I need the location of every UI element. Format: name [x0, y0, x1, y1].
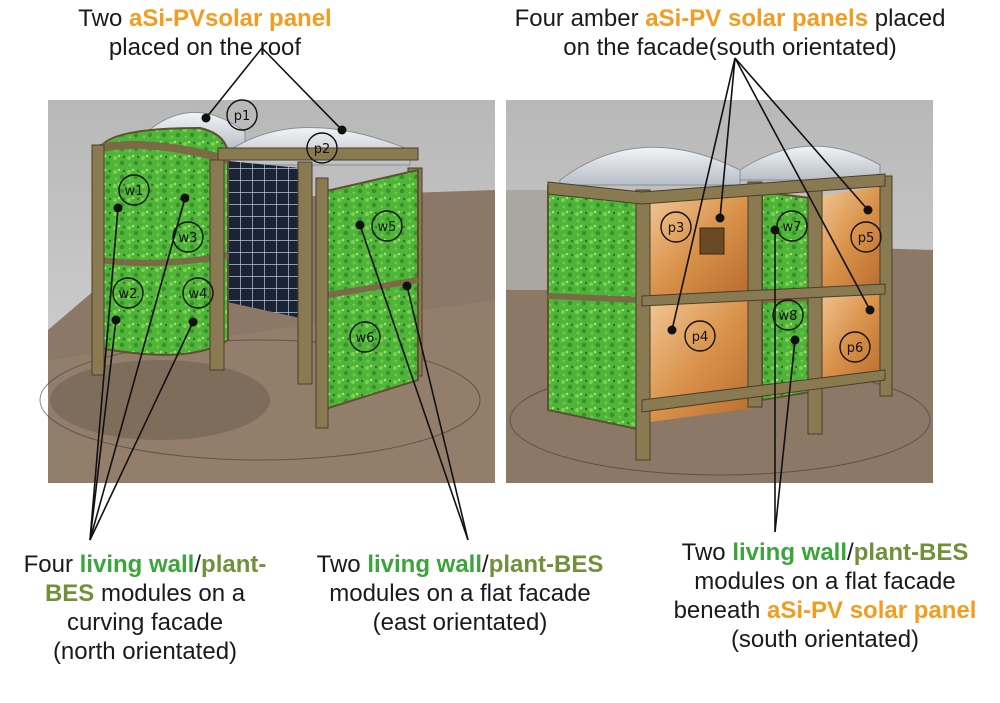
marker-w2: w2	[119, 287, 138, 302]
leader-dots	[111, 113, 875, 345]
curved-living-wall	[99, 126, 230, 356]
marker-w5: w5	[378, 220, 397, 235]
marker-p5: p5	[858, 231, 875, 246]
caption-facade-panels: Four amber aSi-PV solar panels placed on…	[514, 5, 946, 61]
facade-panel-p6	[818, 288, 885, 384]
caption-roof-panels: Two aSi-PVsolar panel placed on the roof	[78, 5, 332, 61]
marker-w6: w6	[356, 331, 375, 346]
right-render	[506, 100, 933, 483]
west-living-wall	[547, 184, 643, 432]
marker-w3: w3	[179, 231, 198, 246]
marker-p1: p1	[234, 109, 251, 124]
marker-w7: w7	[783, 220, 802, 235]
left-shadow	[50, 360, 270, 440]
left-render	[39, 100, 495, 483]
marker-p2: p2	[314, 142, 331, 157]
caption-north-living-wall: Four living wall/plant- BES modules on a…	[23, 551, 267, 665]
caption-east-living-wall: Two living wall/plant-BES modules on a f…	[316, 551, 604, 636]
marker-w1: w1	[125, 184, 144, 199]
grid-facade	[218, 160, 300, 318]
marker-w8: w8	[779, 309, 798, 324]
caption-south-living-wall: Two living wall/plant-BES modules on a f…	[673, 539, 977, 653]
marker-p3: p3	[668, 221, 685, 236]
marker-w4: w4	[189, 287, 208, 302]
marker-p6: p6	[847, 341, 864, 356]
leader-lines	[89, 47, 871, 541]
marker-p4: p4	[692, 330, 709, 345]
